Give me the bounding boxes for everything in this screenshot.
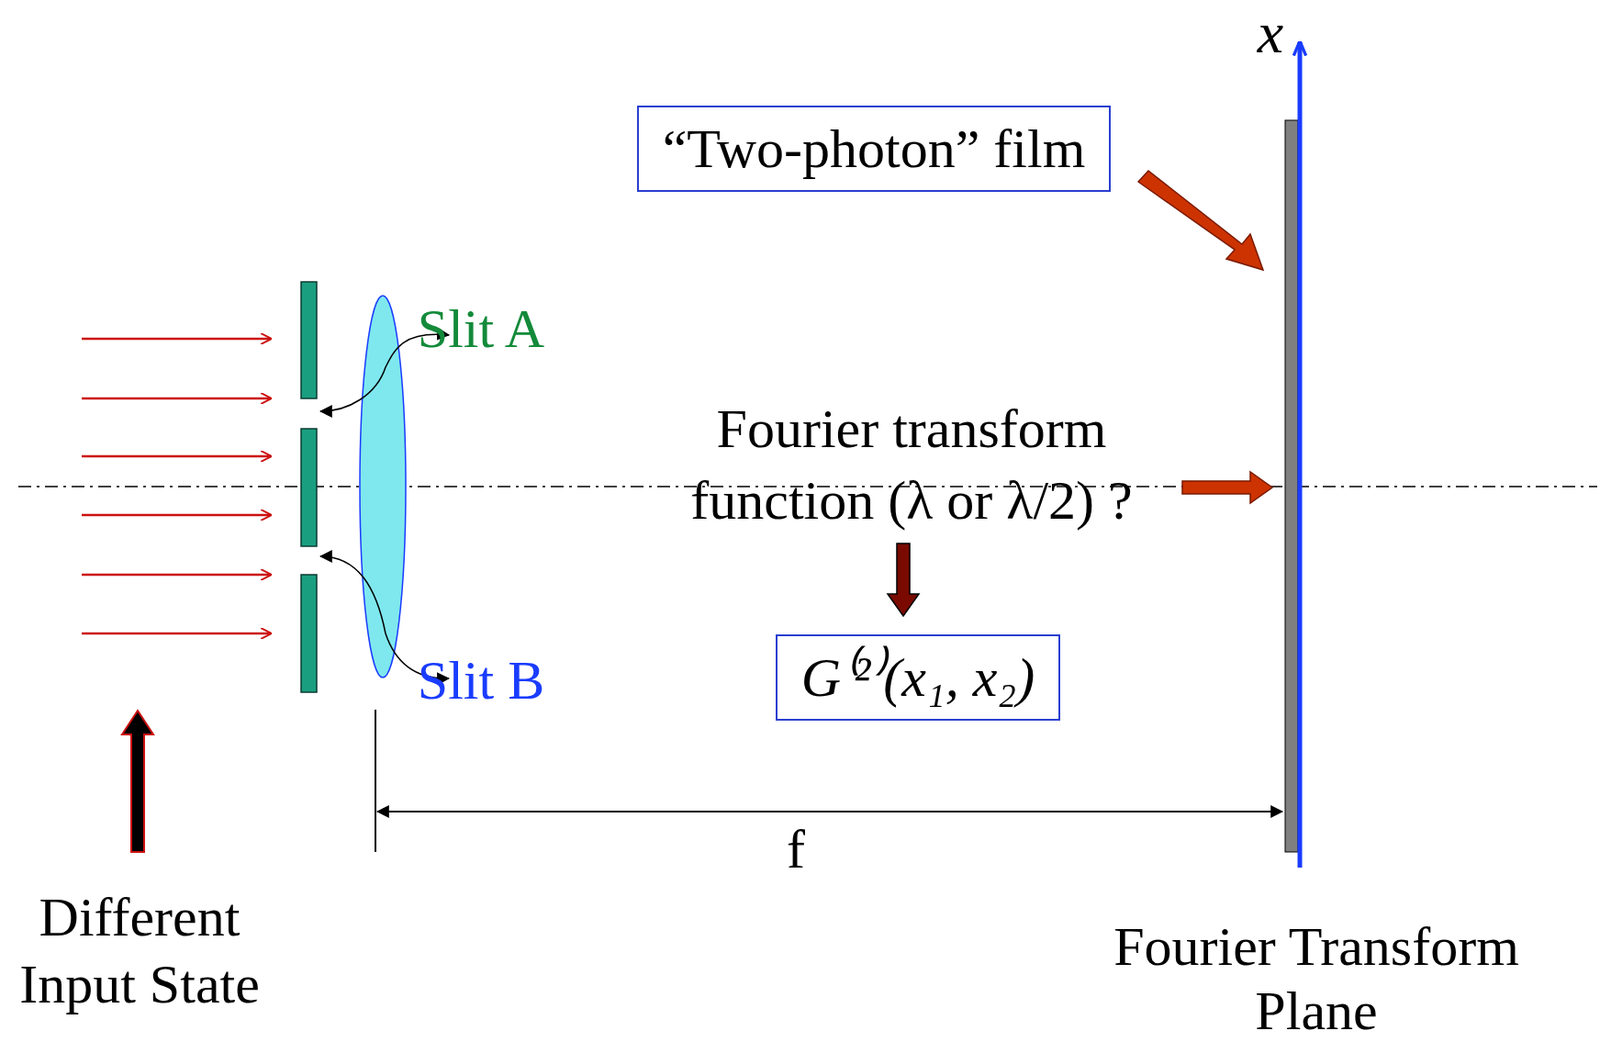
axis-label: x <box>1242 3 1298 63</box>
label-box: “Two-photon” film <box>637 105 1112 192</box>
pointer-arrow <box>122 710 154 852</box>
dimension-label: f <box>768 818 824 880</box>
pointer-arrow <box>887 543 919 616</box>
label-box: G⁽²⁾(x₁, x₂) <box>775 634 1061 721</box>
part-label: Slit B <box>389 647 573 714</box>
box-text: “Two-photon” film <box>662 112 1086 185</box>
dimension-line <box>377 810 1283 813</box>
part-label: Slit A <box>389 295 573 362</box>
pointer-arrow <box>1138 170 1264 270</box>
dimension-tick <box>374 709 377 852</box>
x-axis <box>1297 42 1303 868</box>
pointer-arrow <box>1182 471 1273 504</box>
input-rays <box>81 338 271 634</box>
film <box>1285 120 1298 852</box>
note-text: Fourier transform function (λ or λ/2) ? <box>663 392 1160 537</box>
part-label: Different Input State <box>1 883 278 1019</box>
box-text: G⁽²⁾(x₁, x₂) <box>801 641 1035 714</box>
part-label: Fourier Transform Plane <box>1068 914 1565 1042</box>
slit-plates <box>301 281 317 693</box>
